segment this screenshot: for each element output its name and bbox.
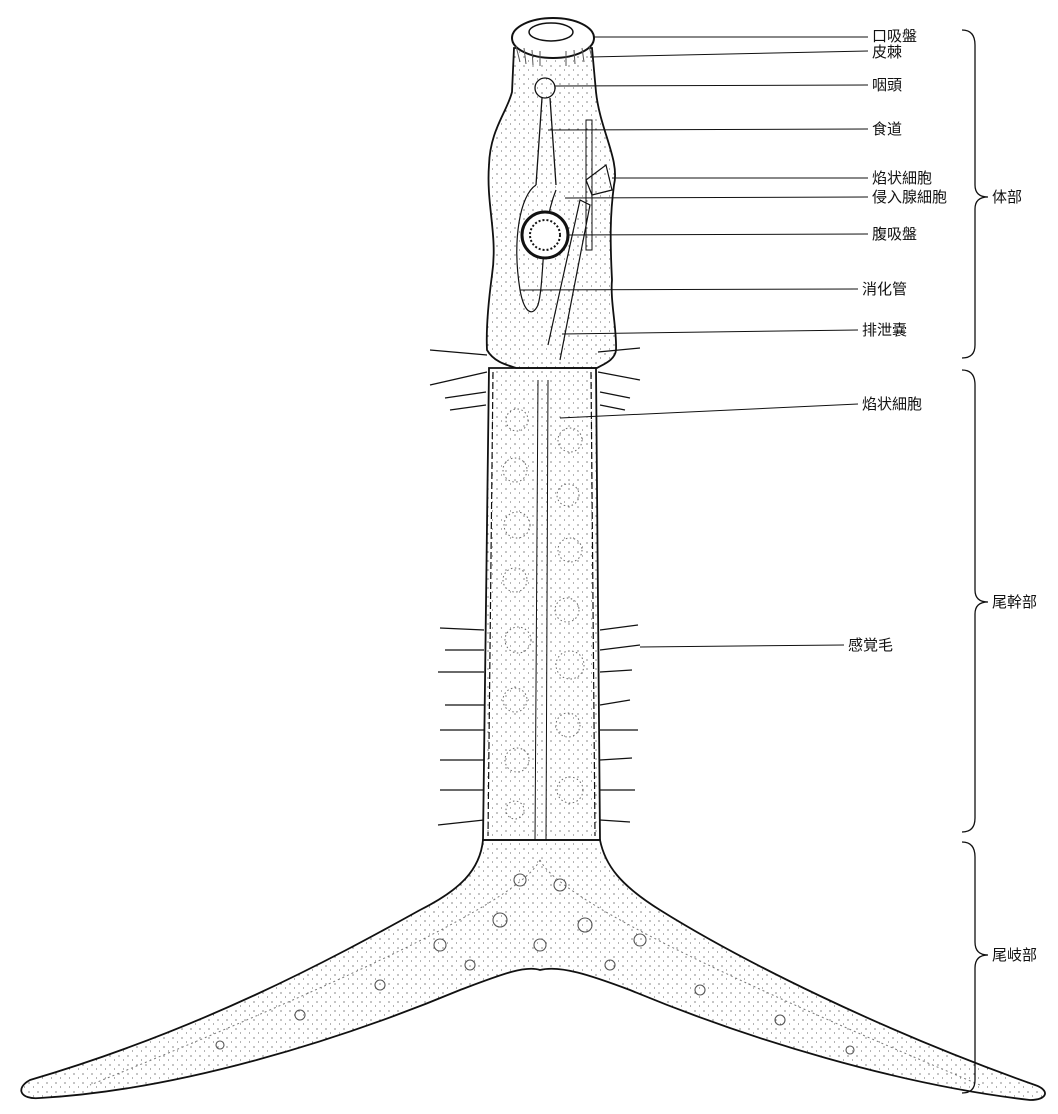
brace-body bbox=[962, 30, 988, 358]
label-esophagus: 食道 bbox=[872, 120, 902, 138]
leader-sensory-hair bbox=[640, 645, 844, 647]
mouth-opening bbox=[529, 23, 573, 41]
furca-outline bbox=[21, 840, 1045, 1100]
leader-ventral-sucker bbox=[568, 234, 868, 235]
label-pharynx: 咽頭 bbox=[872, 76, 902, 94]
label-ventral-sucker: 腹吸盤 bbox=[872, 225, 917, 243]
region-label-body: 体部 bbox=[992, 188, 1022, 206]
label-excretory-bladder: 排泄嚢 bbox=[862, 321, 907, 339]
furca bbox=[21, 840, 1045, 1100]
tail-stem-outline bbox=[483, 368, 600, 840]
label-penetration-gland: 侵入腺細胞 bbox=[872, 188, 947, 206]
leader-pharynx bbox=[555, 85, 868, 86]
label-gut: 消化管 bbox=[862, 280, 907, 298]
label-sensory-hair: 感覚毛 bbox=[848, 636, 893, 654]
body bbox=[487, 18, 616, 368]
brace-tail-stem bbox=[962, 370, 988, 832]
region-label-furca: 尾岐部 bbox=[992, 946, 1037, 964]
label-spines: 皮棘 bbox=[872, 43, 902, 61]
leader-spines bbox=[590, 51, 868, 57]
label-flame-cell-tail: 焰状細胞 bbox=[862, 395, 922, 413]
region-label-tail-stem: 尾幹部 bbox=[992, 593, 1037, 611]
brace-furca bbox=[962, 842, 988, 1093]
label-flame-cell-body: 焰状細胞 bbox=[872, 169, 932, 187]
tail-stem bbox=[430, 348, 640, 840]
ventral-sucker-inner bbox=[530, 220, 560, 250]
region-braces bbox=[962, 30, 988, 1093]
